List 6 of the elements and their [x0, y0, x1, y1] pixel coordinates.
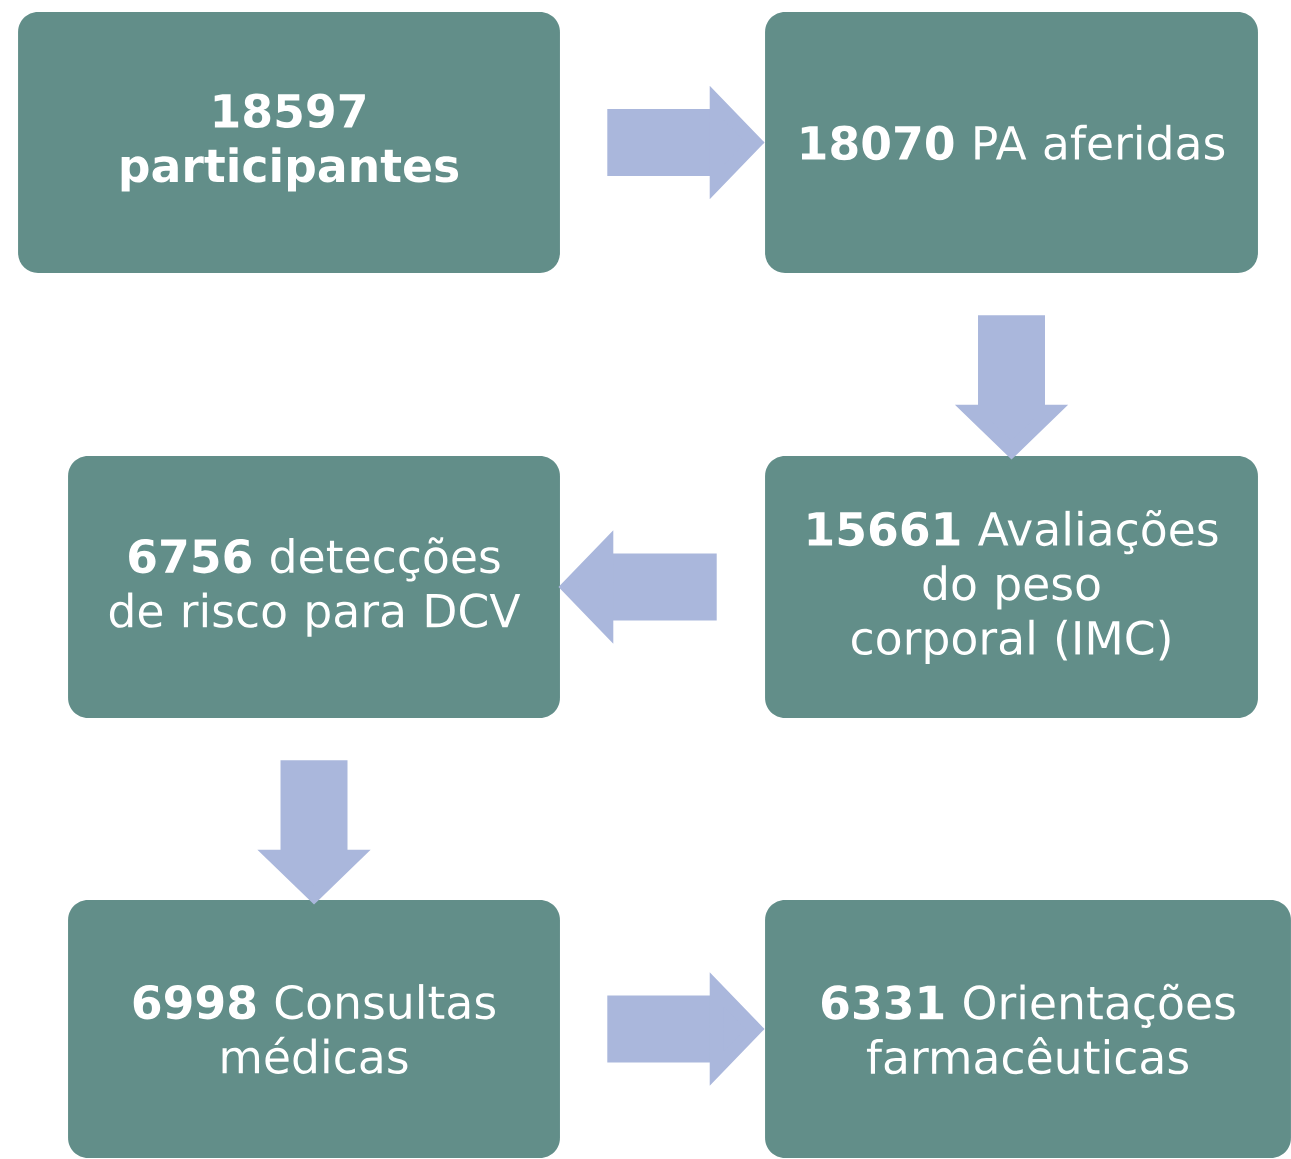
- process-box: 6998 Consultas médicas: [68, 900, 560, 1158]
- process-box: 6756 detecções de risco para DCV: [68, 456, 560, 718]
- process-box: 6331 Orientações farmacêuticas: [765, 900, 1291, 1158]
- process-box: 18070 PA aferidas: [765, 12, 1258, 273]
- process-box: 15661 Avaliações do peso corporal (IMC): [765, 456, 1258, 718]
- process-box: 18597 participantes: [18, 12, 560, 273]
